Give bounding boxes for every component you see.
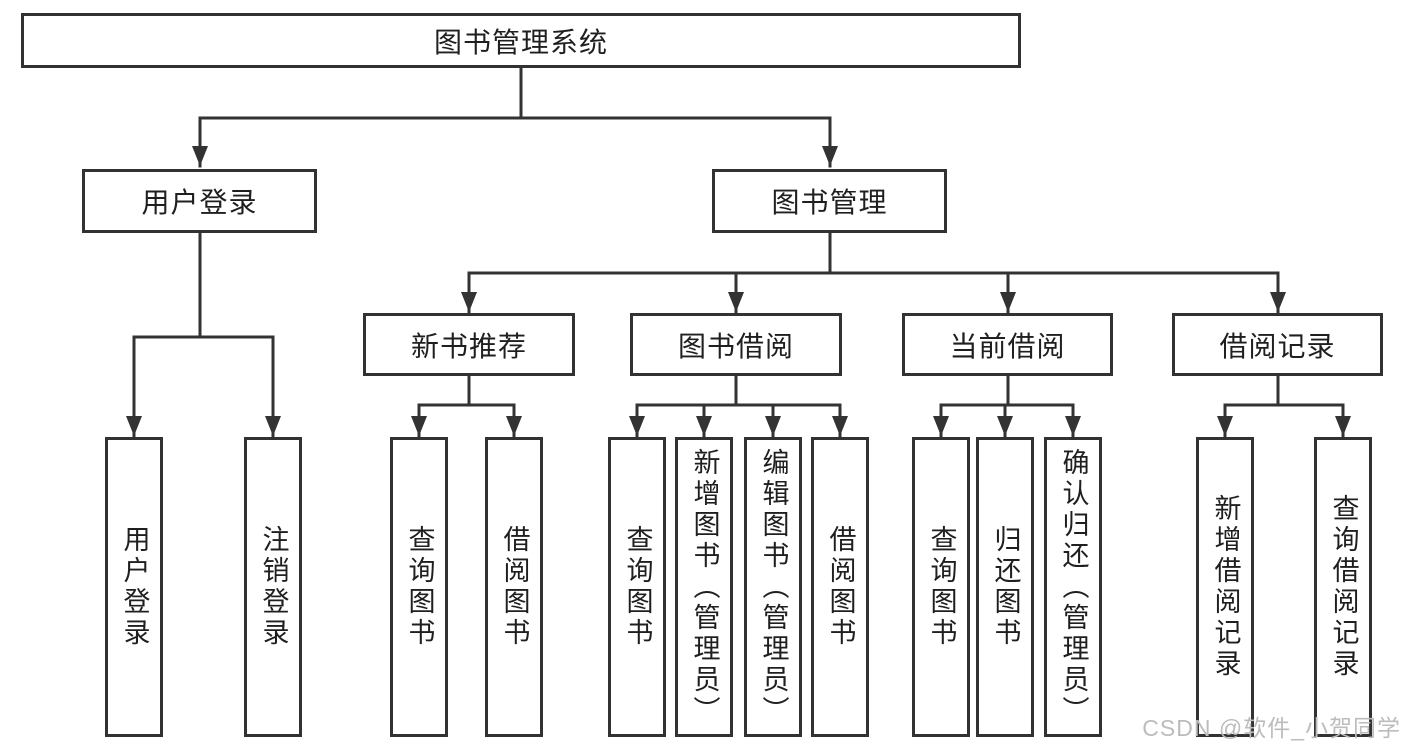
node-label: 当前借阅 bbox=[949, 330, 1066, 362]
node-new-book-recommend: 新书推荐 bbox=[363, 313, 575, 376]
node-current-borrow: 当前借阅 bbox=[902, 313, 1113, 376]
node-label: 用户登录 bbox=[141, 187, 258, 218]
csdn-watermark: CSDN @软件_小贺同学 bbox=[1142, 715, 1401, 741]
leaf-bb-add-books-admin: 新增图书（管理员） bbox=[675, 437, 733, 737]
node-label: 查询图书 bbox=[622, 525, 653, 649]
node-label: 借阅图书 bbox=[499, 525, 530, 649]
leaf-cb-confirm-return-admin: 确认归还（管理员） bbox=[1044, 437, 1102, 737]
leaf-cb-query-books: 查询图书 bbox=[912, 437, 970, 737]
leaf-nbr-borrow-books: 借阅图书 bbox=[485, 437, 543, 737]
leaf-user-login: 用户登录 bbox=[105, 437, 163, 737]
leaf-bb-query-books: 查询图书 bbox=[608, 437, 666, 737]
node-system-root: 图书管理系统 bbox=[21, 13, 1021, 68]
node-label: 归还图书 bbox=[990, 525, 1021, 649]
node-borrow-records: 借阅记录 bbox=[1172, 313, 1383, 376]
leaf-br-query-record: 查询借阅记录 bbox=[1314, 437, 1372, 737]
node-label: 查询借阅记录 bbox=[1328, 494, 1359, 680]
node-label: 确认归还（管理员） bbox=[1058, 447, 1089, 727]
node-user-login: 用户登录 bbox=[82, 169, 317, 233]
node-label: 新增图书（管理员） bbox=[689, 447, 720, 727]
node-label: 借阅记录 bbox=[1219, 330, 1336, 362]
node-label: 借阅图书 bbox=[825, 525, 856, 649]
node-label: 图书借阅 bbox=[677, 330, 794, 362]
leaf-nbr-query-books: 查询图书 bbox=[390, 437, 448, 737]
node-label: 新增借阅记录 bbox=[1210, 494, 1241, 680]
leaf-cb-return-books: 归还图书 bbox=[976, 437, 1034, 737]
leaf-br-add-record: 新增借阅记录 bbox=[1196, 437, 1254, 737]
node-label: 查询图书 bbox=[404, 525, 435, 649]
node-book-management: 图书管理 bbox=[712, 169, 947, 233]
leaf-bb-borrow-books: 借阅图书 bbox=[811, 437, 869, 737]
node-label: 新书推荐 bbox=[410, 330, 527, 362]
leaf-bb-edit-books-admin: 编辑图书（管理员） bbox=[744, 437, 802, 737]
node-label: 图书管理 bbox=[771, 187, 888, 218]
node-label: 图书管理系统 bbox=[433, 26, 608, 58]
node-label: 用户登录 bbox=[119, 525, 150, 649]
node-label: 查询图书 bbox=[926, 525, 957, 649]
node-label: 注销登录 bbox=[258, 525, 289, 649]
leaf-logout-login: 注销登录 bbox=[244, 437, 302, 737]
node-label: 编辑图书（管理员） bbox=[758, 447, 789, 727]
node-book-borrow: 图书借阅 bbox=[630, 313, 842, 376]
